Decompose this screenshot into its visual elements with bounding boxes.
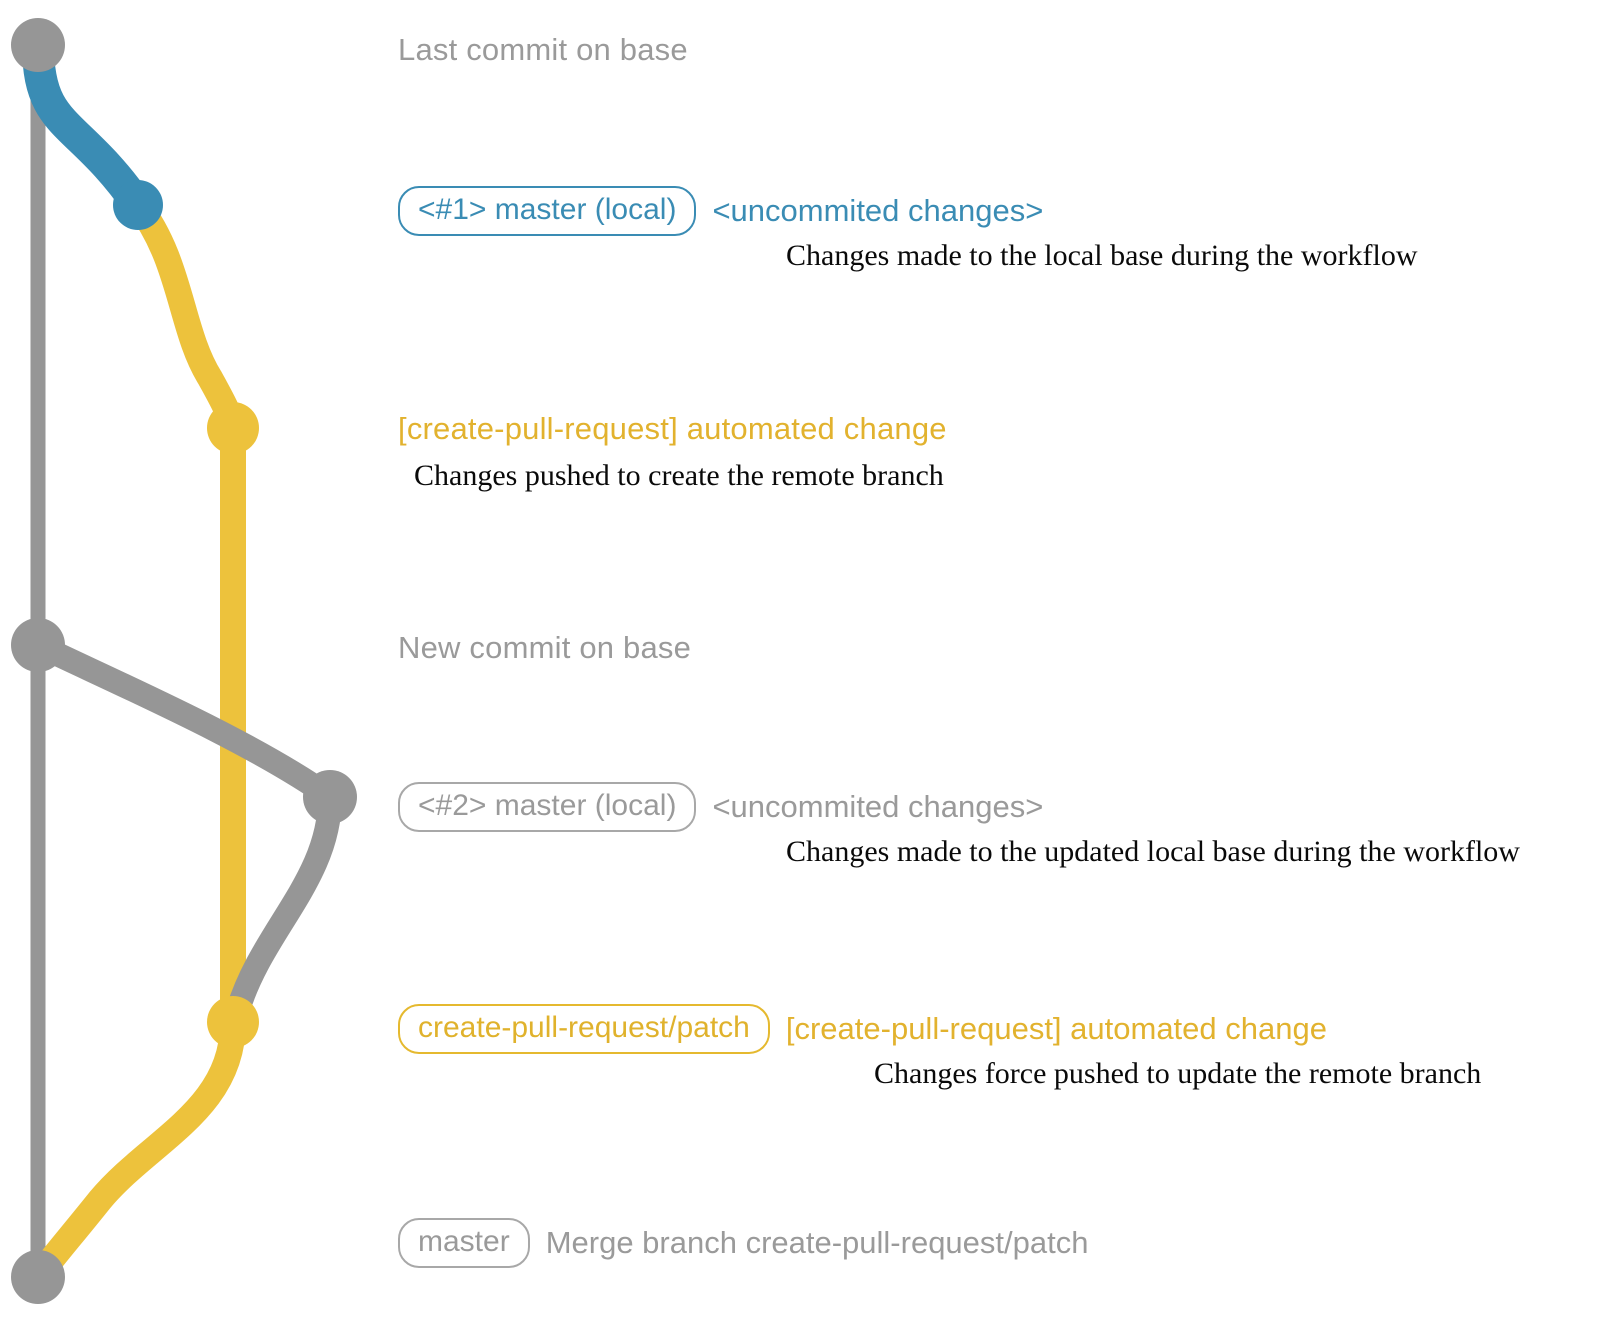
branch-line-local-2 [26,633,342,809]
commit-message-remote-2: [create-pull-request] automated change [785,1010,1327,1046]
commit-description-local-1: Changes made to the local base during th… [786,239,1418,272]
commit-description-remote-2: Changes force pushed to update the remot… [874,1057,1482,1090]
branch-line-merge [25,1009,246,1290]
commit-node-remote-1[interactable] [207,402,259,454]
commit-description-local-2: Changes made to the updated local base d… [786,835,1520,868]
row-last-commit-on-base: Last commit on base [398,32,688,68]
branch-chip-local-1[interactable]: <#1> master (local) [398,186,697,236]
commit-node-base-last[interactable] [11,18,65,72]
branch-line-local-1 [22,29,154,221]
row-new-commit-on-base: New commit on base [398,630,691,666]
branch-line-local-2-down [226,785,342,1022]
commit-node-local-1[interactable] [113,180,163,230]
row-remote-commit-1: [create-pull-request] automated change [398,411,947,447]
row-local-commit-2: <#2> master (local) <uncommited changes> [398,782,1043,832]
commit-node-remote-2[interactable] [207,996,259,1048]
row-remote-commit-2: create-pull-request/patch [create-pull-r… [398,1004,1327,1054]
commit-message-local-2: <uncommited changes> [712,788,1044,824]
commit-title-remote-1: [create-pull-request] automated change [398,411,947,446]
commit-title-last-commit-on-base: Last commit on base [398,32,688,67]
commit-node-base-new[interactable] [11,618,65,672]
branch-chip-local-2[interactable]: <#2> master (local) [398,782,697,832]
branch-chip-master[interactable]: master [398,1218,530,1268]
branch-chip-remote-2[interactable]: create-pull-request/patch [398,1004,770,1054]
commit-node-merge[interactable] [11,1250,65,1304]
commit-description-remote-1: Changes pushed to create the remote bran… [414,459,944,492]
commit-message-merge: Merge branch create-pull-request/patch [545,1224,1089,1260]
commit-title-new-commit-on-base: New commit on base [398,630,692,665]
commit-message-local-1: <uncommited changes> [712,192,1044,228]
row-merge-commit: master Merge branch create-pull-request/… [398,1218,1088,1268]
git-graph [11,18,357,1304]
commit-node-local-2[interactable] [303,770,357,824]
row-local-commit-1: <#1> master (local) <uncommited changes> [398,186,1043,236]
